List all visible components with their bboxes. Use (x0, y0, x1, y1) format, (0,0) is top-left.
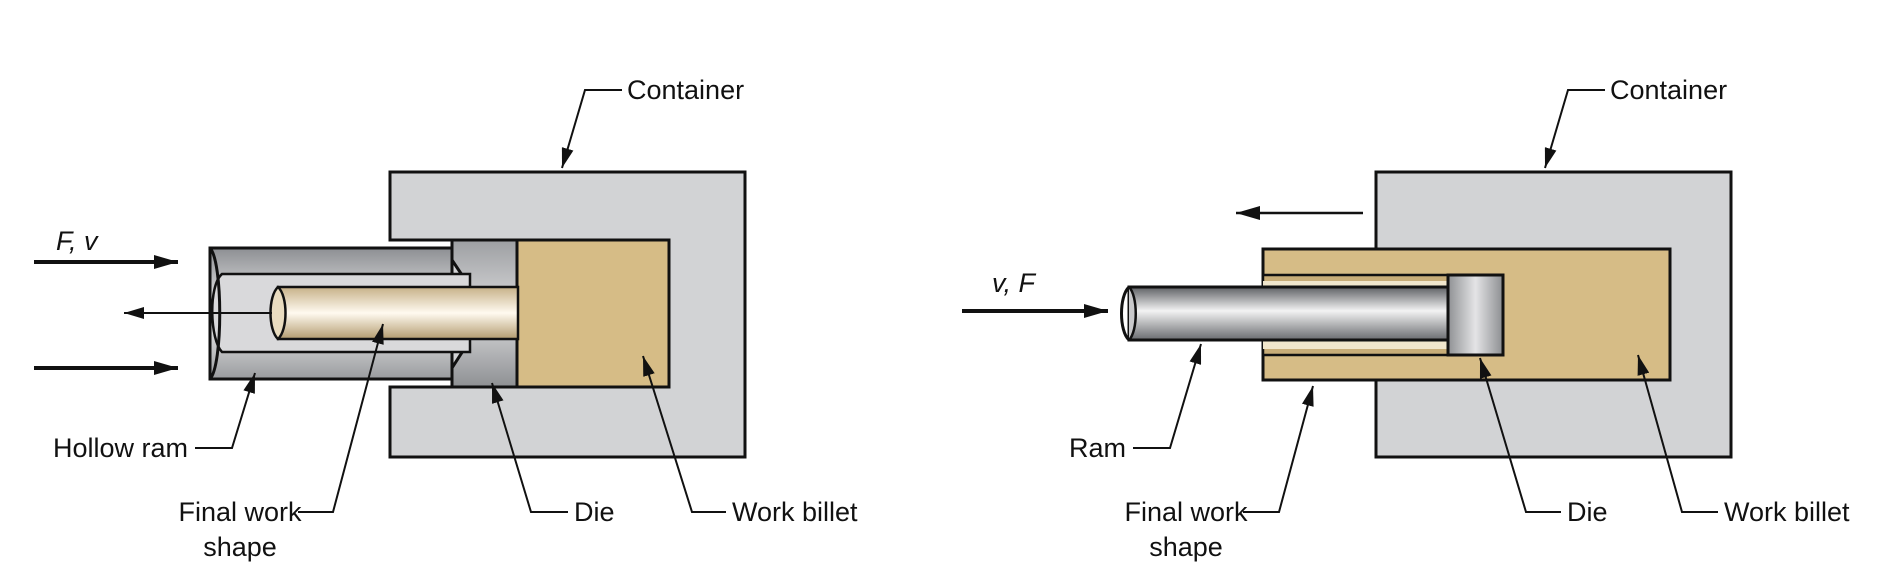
work-billet-leader-left (642, 355, 726, 513)
label-container-right: Container (1610, 75, 1727, 105)
label-die-left: Die (574, 497, 615, 527)
label-velocity-force-right: v, F (992, 268, 1036, 298)
label-final-work-shape-right-2: shape (1149, 532, 1223, 562)
label-final-work-shape-left-1: Final work (178, 497, 302, 527)
label-hollow-ram: Hollow ram (53, 433, 188, 463)
die-right (1446, 273, 1505, 357)
die-leader-left (491, 382, 568, 513)
label-force-velocity-left: F, v (56, 226, 99, 256)
label-ram: Ram (1069, 433, 1126, 463)
ram-shaft (1127, 285, 1452, 342)
label-final-work-shape-left-2: shape (203, 532, 277, 562)
final-work-shape-leader-left (298, 323, 384, 513)
final-work-shape-rod-left (276, 285, 520, 341)
container-leader-right (1544, 89, 1605, 169)
label-die-right: Die (1567, 497, 1608, 527)
container-leader-left (561, 89, 622, 169)
label-final-work-shape-right-1: Final work (1124, 497, 1248, 527)
indirect-extrusion-solid-ram-diagram: v, F Container Ram Final work shape Die … (962, 75, 1850, 562)
die-leader-right (1479, 357, 1561, 513)
final-work-shape-leader-right (1243, 385, 1314, 513)
label-work-billet-left: Work billet (732, 497, 858, 527)
ram-leader (1133, 343, 1202, 449)
label-work-billet-right: Work billet (1724, 497, 1850, 527)
indirect-extrusion-hollow-ram-diagram: F, v Container Hollow ram Final work sha… (34, 75, 858, 562)
hollow-ram-leader (195, 372, 256, 449)
work-billet-leader-right (1637, 354, 1718, 513)
label-container-left: Container (627, 75, 744, 105)
